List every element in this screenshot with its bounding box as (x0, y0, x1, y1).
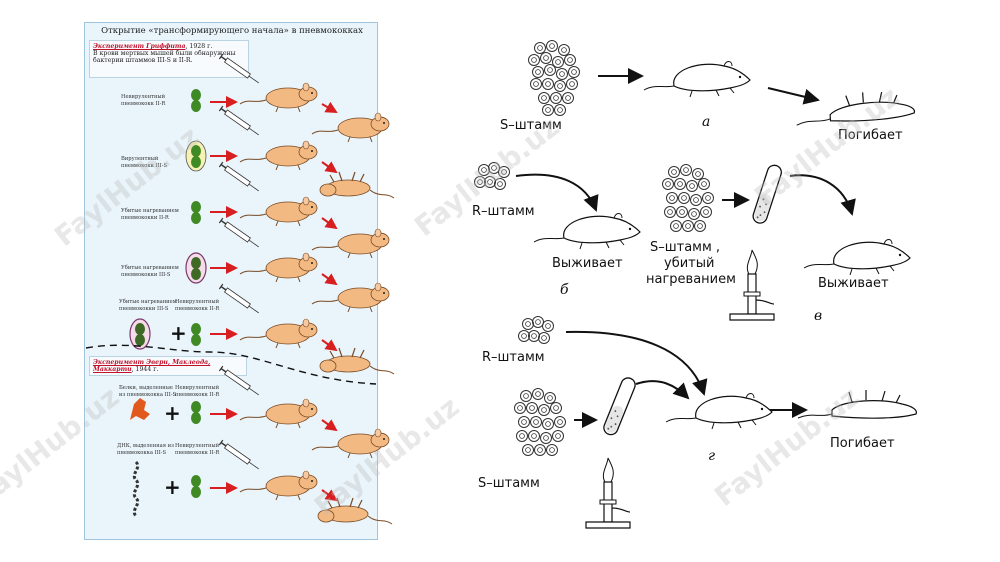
result-arrow-row2 (321, 161, 338, 174)
caption-avirulent-r: Невирулентный пневмококк II-R (121, 94, 166, 107)
result-arrow-row3 (321, 217, 338, 230)
label-dies-g: Погибает (830, 436, 895, 451)
caption-avirulent-r-2: Невирулентный пневмококк II-R (175, 385, 220, 398)
caption-dna-s: ДНК, выделенная из пневмококка III-S (117, 443, 174, 456)
rat-v (803, 238, 911, 276)
arrow-b (515, 173, 599, 212)
arrow-g1 (565, 330, 708, 396)
label-s-strain-a: S–штамм (500, 118, 562, 133)
rat-g (665, 392, 773, 430)
caption-killed-s-mix: Убитые нагреванием пневмококки III-S (119, 299, 177, 312)
dashed-divider (85, 344, 377, 385)
rat-a (643, 60, 751, 98)
avery-experiment-title: Эксперимент Эвери, Маклеода, Маккарти (93, 359, 211, 373)
burner-g (585, 457, 631, 529)
label-s-killed-2: убитый (664, 256, 715, 271)
result-arrow-row1 (321, 101, 338, 113)
plus-row7: + (164, 475, 181, 499)
label-survives-v: Выживает (818, 276, 889, 291)
caption-avirulent-r-3: Невирулентный пневмококк II-R (175, 443, 220, 456)
label-letter-v: в (814, 308, 823, 324)
plus-row5: + (170, 321, 187, 345)
caption-killed-r: Убитые нагреванием пневмококки II-R (121, 208, 179, 221)
plus-row6: + (164, 401, 181, 425)
caption-avirulent-r-mix: Невирулентный пневмококк II-R (175, 299, 220, 312)
r-strain-cluster-g (518, 316, 554, 344)
result-arrow-row6 (321, 419, 338, 432)
griffith-experiment-box: Эксперимент Гриффита, 1928 г. В крови ме… (89, 40, 249, 78)
caption-proteins-s: Белки, выделенные из пневмококка III-S (119, 385, 177, 398)
caption-virulent-s: Вирулентный пневмококк III-S (121, 156, 168, 169)
label-survives-b: Выживает (552, 256, 623, 271)
result-arrow-row5 (321, 339, 338, 352)
avery-experiment-box: Эксперимент Эвери, Маклеода, Маккарти, 1… (89, 356, 247, 376)
result-arrow-row4 (321, 273, 338, 286)
label-r-strain-g: R–штамм (482, 350, 545, 365)
rat-b (533, 212, 641, 250)
s-strain-cluster-v (662, 164, 714, 232)
test-tube-g (601, 375, 638, 438)
label-dies-a: Погибает (838, 128, 903, 143)
avery-experiment-year: , 1944 г. (131, 366, 159, 373)
label-letter-b: б (560, 282, 569, 298)
label-s-strain-g: S–штамм (478, 476, 540, 491)
label-s-killed-1: S–штамм , (650, 240, 721, 255)
burner-v (729, 249, 775, 321)
caption-killed-s: Убитые нагреванием пневмококки III-S (121, 265, 179, 278)
griffith-experiment-title: Эксперимент Гриффита (93, 43, 186, 50)
label-r-strain-b: R–штамм (472, 204, 535, 219)
arrow-a2 (767, 87, 820, 105)
result-arrow-row7 (321, 489, 338, 502)
s-strain-cluster-a (528, 40, 580, 116)
label-letter-a: а (702, 114, 711, 130)
arrow-g3 (635, 380, 690, 400)
label-s-killed-3: нагреванием (646, 272, 736, 287)
panel-title: Открытие «трансформирующего начала» в пн… (101, 26, 363, 36)
s-strain-cluster-g (514, 388, 566, 456)
proteins-shape (130, 398, 150, 420)
griffith-experiment-year: , 1928 г. (185, 43, 213, 50)
griffith-experiment-text: В крови мертвых мышей были обнаружены ба… (93, 50, 236, 64)
label-letter-g: г (708, 448, 716, 464)
arrow-v2 (789, 174, 856, 216)
